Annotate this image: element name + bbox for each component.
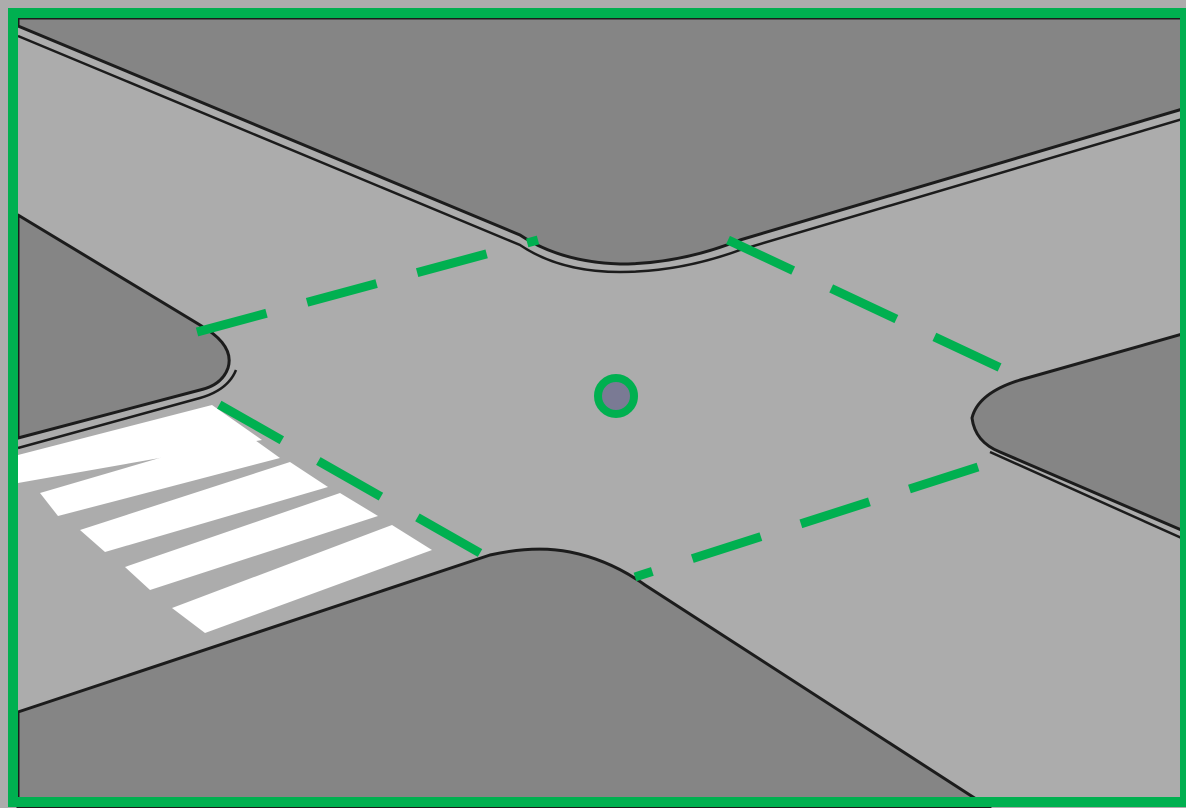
- center-point: [598, 378, 634, 414]
